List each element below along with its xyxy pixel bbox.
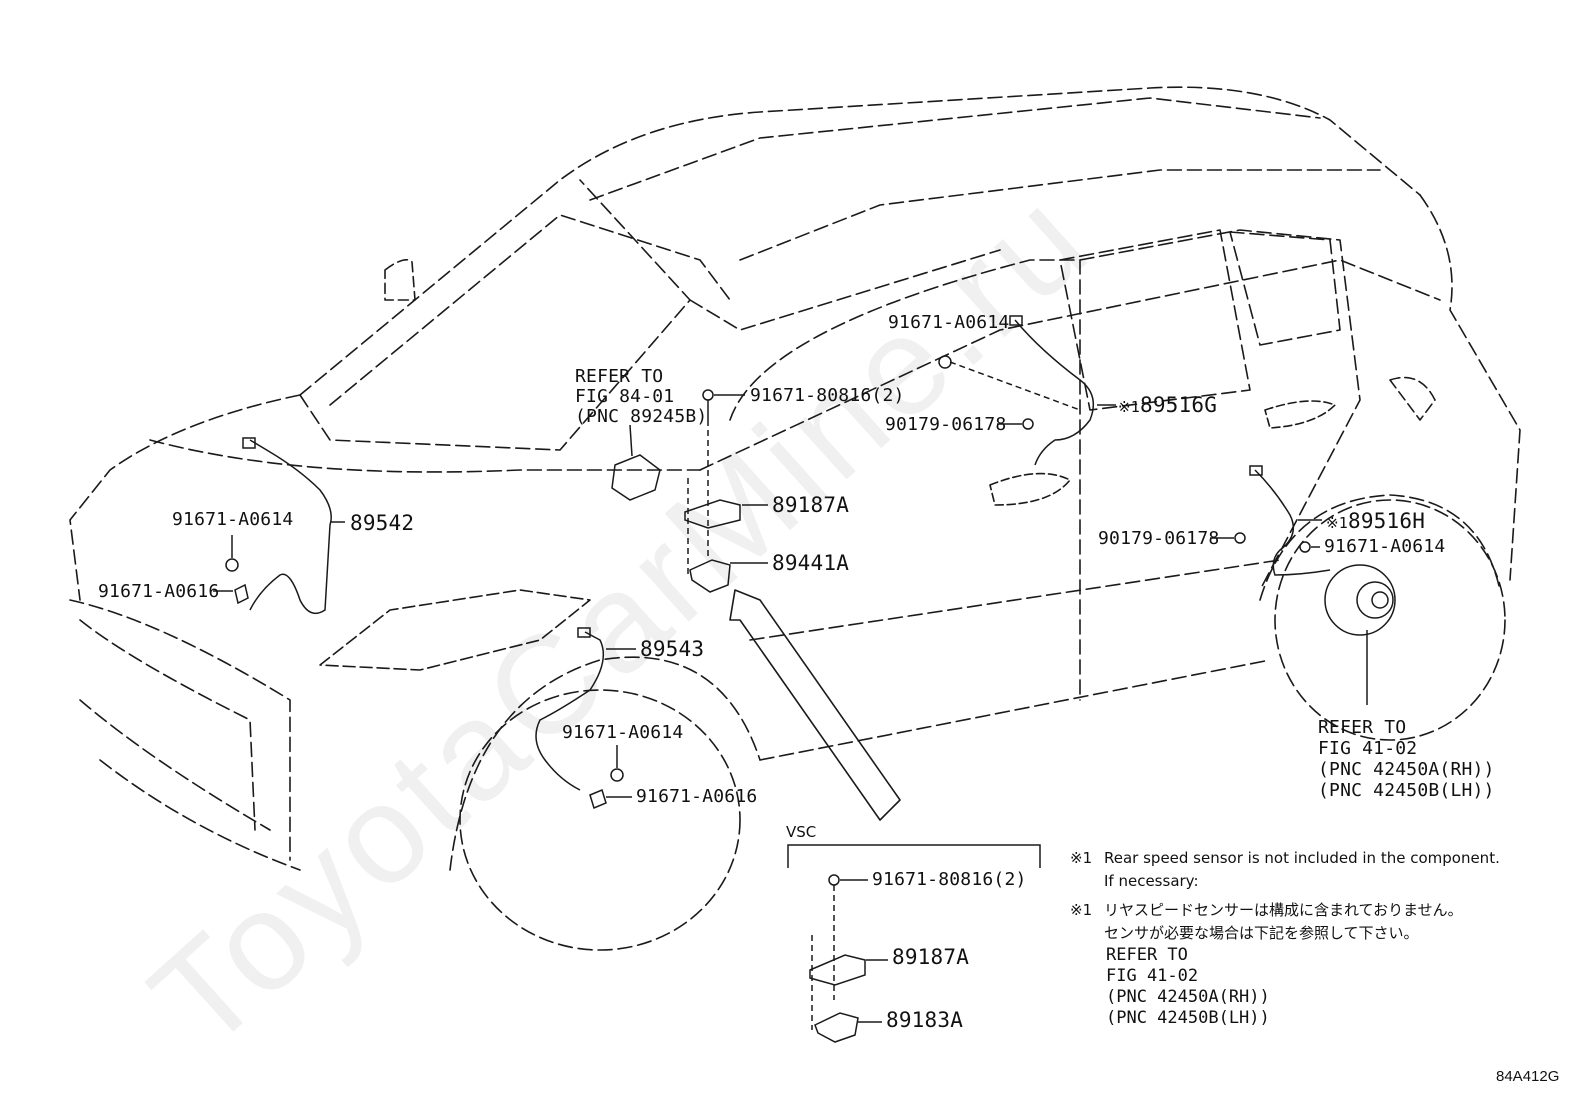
part-91671-a0614-left: 91671-A0614	[172, 509, 294, 530]
windshield	[299, 179, 691, 451]
mirror	[384, 259, 416, 301]
grille	[69, 599, 291, 861]
note-mark-g: ※1	[1118, 398, 1140, 416]
bolt-a0614-top	[938, 355, 952, 369]
part-91671-80816-a: 91671-80816(2)	[750, 385, 905, 406]
roof-rail-2	[739, 169, 1381, 261]
part-89543: 89543	[640, 637, 705, 661]
note-en-line1: Rear speed sensor is not included in the…	[1104, 849, 1500, 867]
rear-tire	[1274, 499, 1506, 741]
roof-outline	[299, 86, 1421, 396]
headlight	[319, 589, 591, 671]
sill	[759, 659, 1271, 761]
harness-89543	[535, 631, 605, 791]
part-91671-a0614-top: 91671-A0614	[888, 312, 1010, 333]
part-89183a: 89183A	[886, 1008, 964, 1032]
leader-refer-top	[629, 424, 633, 457]
note-ref-4: (PNC 42450B(LH))	[1106, 1008, 1270, 1028]
note-jp-line1: リヤスピードセンサーは構成に含まれておりません。	[1104, 901, 1463, 919]
part-91671-a0614-right: 91671-A0614	[1324, 536, 1446, 557]
figure-id: 84A412G	[1496, 1068, 1560, 1085]
part-89187a-vsc: 89187A	[892, 945, 970, 969]
note-jp-line2: センサが必要な場合は下記を参照して下さい。	[1104, 924, 1419, 942]
note-mark-jp: ※1	[1070, 901, 1093, 919]
bracket-89187a-vsc	[809, 954, 866, 986]
hood-line	[149, 439, 701, 473]
clamp-06178-top	[1022, 418, 1034, 430]
bumper-bottom	[99, 759, 301, 871]
part-89542: 89542	[350, 511, 415, 535]
refer-right-line2: FIG 41-02	[1318, 738, 1418, 759]
connector-89543	[577, 627, 591, 638]
part-91671-a0616-front: 91671-A0616	[636, 786, 758, 807]
harness-89542	[249, 439, 332, 615]
clamp-06178-right	[1234, 532, 1246, 544]
part-91671-a0616-left: 91671-A0616	[98, 581, 220, 602]
part-89516g: ※189516G	[1118, 393, 1218, 417]
bolt-a0614-right	[1299, 541, 1311, 553]
bolt-80816-b	[828, 874, 840, 886]
note-ref-1: REFER TO	[1106, 945, 1188, 965]
refer-right-line4: (PNC 42450B(LH))	[1318, 780, 1495, 801]
hood	[69, 394, 301, 601]
refer-right-line1: REFER TO	[1318, 717, 1407, 738]
side-character-line	[749, 559, 1281, 641]
bracket-89187a	[684, 499, 741, 529]
refer-right-line3: (PNC 42450A(RH))	[1318, 759, 1495, 780]
part-89516h: ※189516H	[1326, 509, 1426, 533]
connector-89516h	[1249, 465, 1263, 476]
part-90179-06178-top: 90179-06178	[885, 414, 1007, 435]
rear-door	[1079, 229, 1361, 591]
note-mark-h: ※1	[1326, 514, 1348, 532]
front-door-handle	[989, 472, 1071, 506]
clip-a0616-front	[589, 788, 607, 810]
sensor-89183a	[814, 1012, 859, 1043]
note-ref-2: FIG 41-02	[1106, 966, 1199, 986]
note-en-line2: If necessary:	[1104, 872, 1199, 890]
bolt-80816-a	[702, 389, 714, 401]
rear-quarter-window	[1229, 231, 1341, 346]
part-90179-06178-right: 90179-06178	[1098, 528, 1220, 549]
windshield-inner	[329, 214, 731, 406]
tail-lamp	[1389, 376, 1436, 421]
bolt-a0614-left	[225, 558, 239, 572]
front-tire	[459, 689, 741, 951]
connector-89516g	[1009, 315, 1023, 326]
refer-top-line1: REFER TO	[575, 366, 664, 387]
part-89441a: 89441A	[772, 551, 850, 575]
grille-inner	[79, 619, 256, 831]
rear-window	[1059, 229, 1251, 411]
bolt-a0614-front	[610, 768, 624, 782]
part-89187a-main: 89187A	[772, 493, 850, 517]
rear-wheel-arch	[1259, 494, 1501, 601]
harness-89516g	[1014, 319, 1095, 466]
sensor-89441a	[689, 559, 731, 593]
rear-door-handle	[1264, 400, 1336, 429]
body-beltline	[699, 259, 1441, 471]
front-door	[729, 259, 1081, 701]
rear-end	[1419, 194, 1521, 581]
refer-top-line2: FIG 84-01	[575, 386, 675, 407]
lower-bumper	[79, 699, 271, 831]
vsc-bracket-box	[787, 844, 1041, 868]
connector-89542	[242, 437, 256, 449]
rear-hub	[1324, 564, 1396, 636]
part-91671-a0614-front: 91671-A0614	[562, 722, 684, 743]
vsc-label: VSC	[786, 823, 817, 841]
note-mark-en: ※1	[1070, 849, 1093, 867]
arrow-to-vsc	[729, 589, 901, 821]
harness-89516h	[1254, 469, 1331, 576]
note-ref-3: (PNC 42450A(RH))	[1106, 987, 1270, 1007]
refer-top-line3: (PNC 89245B)	[575, 406, 708, 427]
clip-a0616-left	[234, 583, 249, 605]
front-wheel-arch	[449, 656, 761, 871]
roof-rail	[589, 97, 1321, 201]
yaw-sensor-part	[611, 454, 661, 501]
part-91671-80816-b: 91671-80816(2)	[872, 869, 1027, 890]
a-pillar	[689, 249, 1001, 331]
